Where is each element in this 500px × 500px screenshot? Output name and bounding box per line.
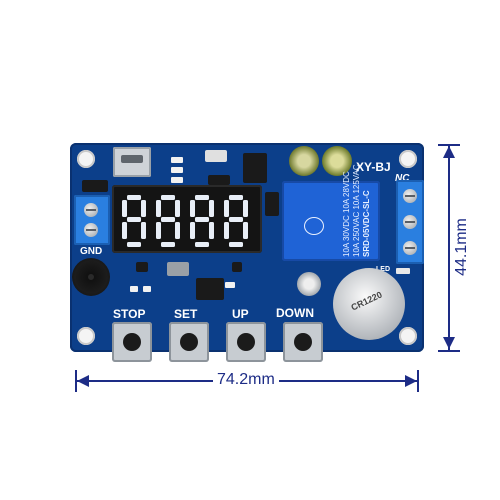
- up-button[interactable]: [226, 322, 266, 362]
- ul-mark-icon: [304, 217, 324, 235]
- display-segment: [141, 200, 146, 217]
- electrolytic-capacitor-small: [297, 272, 321, 296]
- set-button[interactable]: [169, 322, 209, 362]
- terminal-screw[interactable]: [84, 223, 98, 237]
- display-segment: [175, 222, 180, 239]
- arrow-right-icon: [405, 375, 417, 387]
- transistor-q1: [136, 262, 148, 272]
- inductor: [205, 150, 227, 162]
- mounting-hole-bottom-left: [77, 327, 95, 345]
- set-button-label: SET: [174, 307, 198, 321]
- display-segment: [122, 200, 127, 217]
- display-segment: [161, 217, 175, 222]
- relay-rating-2: 10A 30VDC 10A 28VDC: [342, 171, 351, 257]
- display-segment: [243, 200, 248, 217]
- display-segment: [209, 200, 214, 217]
- display-segment: [161, 242, 175, 247]
- terminal-screw[interactable]: [84, 203, 98, 217]
- display-segment: [156, 200, 161, 217]
- electrolytic-capacitor: [322, 146, 352, 176]
- display-segment: [195, 195, 209, 200]
- seven-segment-display: [112, 185, 262, 253]
- buzzer: [72, 258, 110, 296]
- display-segment: [195, 242, 209, 247]
- smd-resistor: [171, 167, 183, 173]
- board-model-label: XY-BJ: [356, 160, 391, 174]
- arrow-left-icon: [77, 375, 89, 387]
- electrolytic-capacitor: [289, 146, 319, 176]
- display-segment: [141, 222, 146, 239]
- arrow-up-icon: [443, 146, 455, 158]
- down-button-label: DOWN: [276, 306, 314, 320]
- width-extension-left: [75, 370, 77, 392]
- display-segment: [243, 222, 248, 239]
- arrow-down-icon: [443, 337, 455, 349]
- display-segment: [224, 222, 229, 239]
- display-segment: [190, 222, 195, 239]
- stop-button-label: STOP: [113, 307, 146, 321]
- display-segment: [229, 217, 243, 222]
- relay-part-number: SRD-05VDC-SL-C: [362, 190, 371, 257]
- display-segment: [127, 242, 141, 247]
- mounting-hole-bottom-right: [399, 327, 417, 345]
- display-segment: [122, 222, 127, 239]
- display-segment: [156, 222, 161, 239]
- display-segment: [224, 200, 229, 217]
- status-led: [396, 268, 410, 274]
- gnd-label: GND: [80, 246, 103, 257]
- smd-capacitor: [225, 282, 235, 288]
- display-segment: [209, 222, 214, 239]
- micro-usb-port: [121, 155, 143, 163]
- button-cap[interactable]: [180, 333, 198, 351]
- ic-right-of-display: [265, 192, 279, 216]
- display-segment: [190, 200, 195, 217]
- display-segment: [229, 195, 243, 200]
- diode-d3: [82, 180, 108, 192]
- smd-resistor: [130, 286, 138, 292]
- display-segment: [127, 217, 141, 222]
- transistor-q2: [232, 262, 242, 272]
- height-dimension-label: 44.1mm: [453, 213, 471, 281]
- crystal-x1: [167, 262, 189, 276]
- up-button-label: UP: [232, 307, 249, 321]
- led-label: LED: [376, 266, 390, 273]
- smd-resistor: [171, 157, 183, 163]
- smd-resistor: [143, 286, 151, 292]
- mounting-hole-top-left: [77, 150, 95, 168]
- width-dimension-label: 74.2mm: [213, 371, 279, 389]
- terminal-screw[interactable]: [403, 189, 417, 203]
- width-extension-right: [417, 370, 419, 392]
- height-dimension-line: [448, 145, 450, 350]
- display-segment: [127, 195, 141, 200]
- down-button[interactable]: [283, 322, 323, 362]
- display-segment: [195, 217, 209, 222]
- coin-cell-battery: [333, 268, 405, 340]
- display-segment: [175, 200, 180, 217]
- smd-resistor: [171, 177, 183, 183]
- relay-terminal-block[interactable]: [396, 180, 424, 264]
- height-extension-bottom: [438, 350, 460, 352]
- relay: SRD-05VDC-SL-C 10A 250VAC 10A 125VAC 10A…: [282, 164, 380, 261]
- button-cap[interactable]: [237, 333, 255, 351]
- display-digits: [122, 195, 248, 247]
- button-cap[interactable]: [294, 333, 312, 351]
- nc-label: NC: [395, 173, 410, 184]
- terminal-screw[interactable]: [403, 241, 417, 255]
- mounting-hole-top-right: [399, 150, 417, 168]
- relay-rating-1: 10A 250VAC 10A 125VAC: [352, 164, 361, 257]
- button-cap[interactable]: [123, 333, 141, 351]
- ic-u4: [196, 278, 224, 300]
- height-extension-top: [438, 144, 460, 146]
- ic-chip-top: [243, 153, 267, 183]
- diode-d4: [208, 175, 230, 185]
- display-segment: [161, 195, 175, 200]
- terminal-screw[interactable]: [403, 215, 417, 229]
- display-segment: [229, 242, 243, 247]
- power-terminal-block[interactable]: [74, 195, 110, 245]
- stop-button[interactable]: [112, 322, 152, 362]
